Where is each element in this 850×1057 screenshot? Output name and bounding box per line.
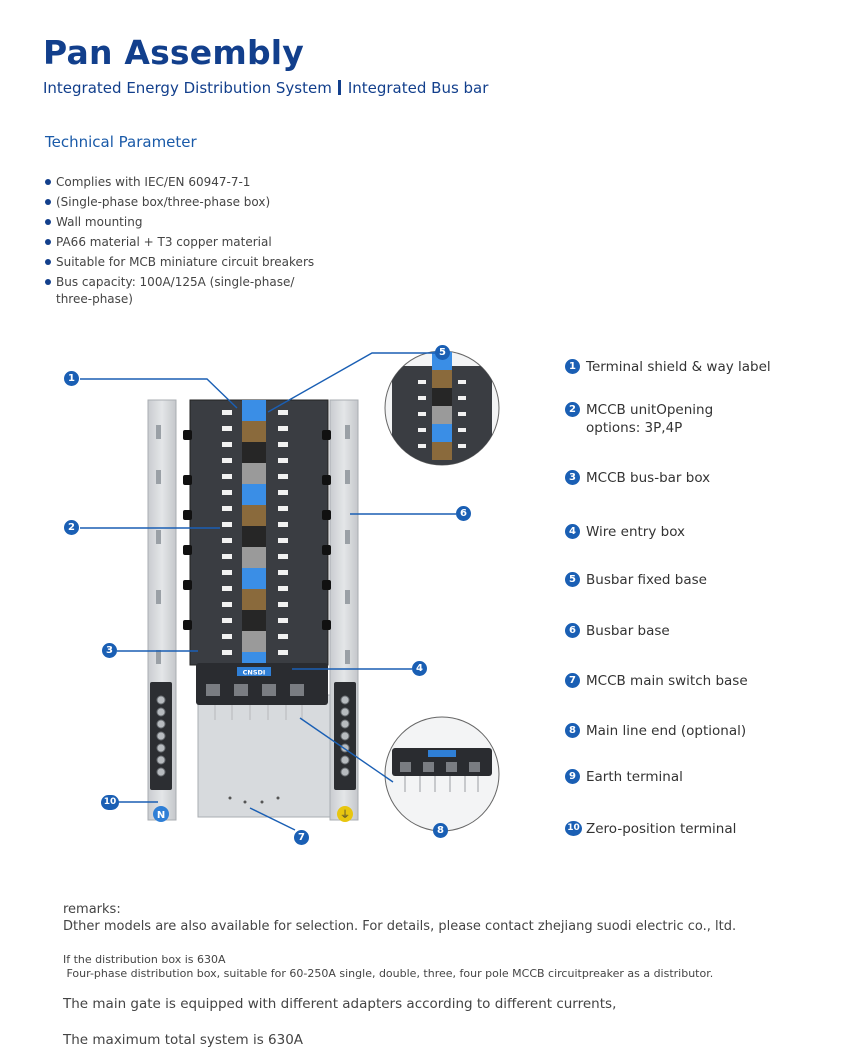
subtitle-left: Integrated Energy Distribution System	[43, 79, 332, 97]
main-switch-base-plate	[197, 694, 331, 818]
callout-6: 6	[456, 506, 471, 521]
legend-number: 10	[565, 821, 582, 836]
remarks-section: remarks: Dther models are also available…	[63, 902, 843, 1048]
spec-item: Wall mounting	[45, 212, 345, 232]
busbar-fixed-base-zoom	[384, 350, 500, 466]
remarks-line: Four-phase distribution box, suitable fo…	[63, 967, 714, 980]
callout-7: 7	[294, 830, 309, 845]
technical-parameter-heading: Technical Parameter	[45, 133, 197, 151]
remarks-label: remarks:	[63, 902, 121, 917]
earth-terminal: ⏚	[334, 682, 356, 822]
remarks-line: The main gate is equipped with different…	[63, 996, 617, 1012]
earth-mark: ⏚	[340, 809, 350, 821]
wire-entry-box: CNSDI	[196, 663, 328, 720]
callout-5: 5	[435, 345, 450, 360]
legend-number: 8	[565, 723, 580, 738]
callout-10: 10	[101, 795, 119, 810]
busbar-strip	[242, 400, 266, 665]
callout-leader-lines	[80, 352, 456, 831]
spec-item: Bus capacity: 100A/125A (single-phase/	[45, 272, 345, 292]
legend-number: 5	[565, 572, 580, 587]
spec-item: (Single-phase box/three-phase box)	[45, 192, 345, 212]
callout-3: 3	[102, 643, 117, 658]
callout-2: 2	[64, 520, 79, 535]
callout-4: 4	[412, 661, 427, 676]
neutral-mark: N	[157, 810, 165, 821]
spec-item: PA66 material + T3 copper material	[45, 232, 345, 252]
callout-1: 1	[64, 371, 79, 386]
legend-number: 6	[565, 623, 580, 638]
product-diagram: CNSDI N ⏚	[80, 350, 500, 832]
remarks-line: The maximum total system is 630A	[63, 1032, 304, 1048]
spec-item: Complies with IEC/EN 60947-7-1	[45, 172, 345, 192]
page-title: Pan Assembly	[43, 33, 304, 72]
spec-item: Suitable for MCB miniature circuit break…	[45, 252, 345, 272]
legend-number: 2	[565, 402, 580, 417]
technical-parameter-list: Complies with IEC/EN 60947-7-1 (Single-p…	[45, 172, 345, 309]
subtitle-separator	[337, 80, 341, 95]
spec-item-continuation: three-phase)	[56, 292, 133, 306]
legend-number: 7	[565, 673, 580, 688]
main-line-end-zoom	[384, 716, 500, 832]
remarks-line: Dther models are also available for sele…	[63, 919, 737, 934]
zero-position-terminal: N	[150, 682, 172, 822]
legend-number: 4	[565, 524, 580, 539]
legend-number: 9	[565, 769, 580, 784]
legend-number: 1	[565, 359, 580, 374]
page-subtitle: Integrated Energy Distribution System Int…	[43, 79, 488, 97]
subtitle-right: Integrated Bus bar	[347, 79, 489, 97]
callout-8: 8	[433, 823, 448, 838]
brand-label: CNSDI	[243, 669, 266, 677]
legend-number: 3	[565, 470, 580, 485]
remarks-line: If the distribution box is 630A	[63, 953, 226, 966]
